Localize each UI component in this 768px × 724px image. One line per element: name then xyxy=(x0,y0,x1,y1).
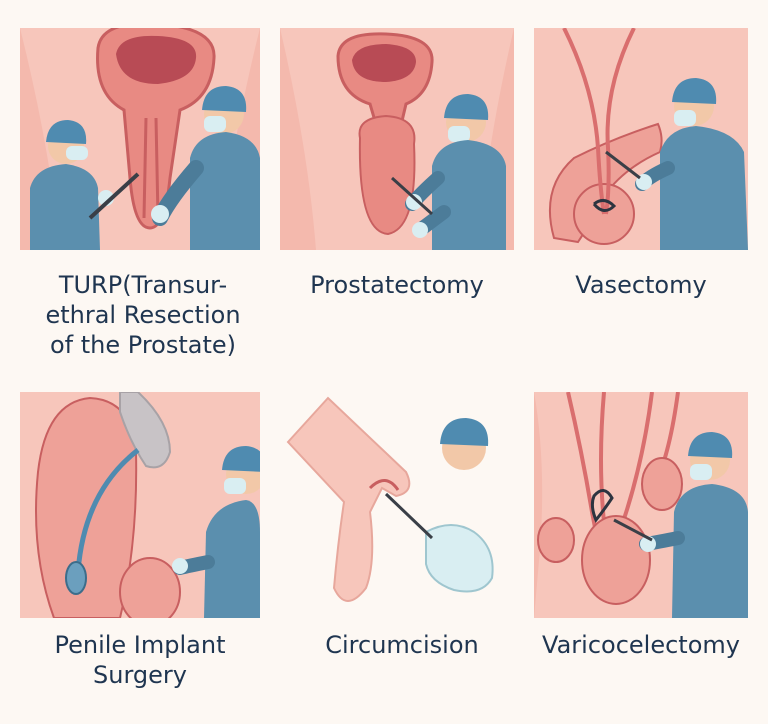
prostate-icon xyxy=(358,114,416,236)
vein-mid xyxy=(599,392,606,523)
surgeon-cap-icon xyxy=(688,432,733,458)
caption-varicocelectomy: Varicocelectomy xyxy=(542,631,740,659)
panel-penile-implant xyxy=(20,392,260,618)
vas-deferens-right xyxy=(604,28,636,215)
panel-vasectomy xyxy=(534,28,748,250)
surgeon-body xyxy=(190,132,260,250)
surgeon-cap-icon xyxy=(222,446,260,472)
testicle-icon xyxy=(641,457,683,511)
surgeon-mask-icon xyxy=(448,126,470,142)
surgeon-mask-icon xyxy=(690,464,712,480)
glove-icon xyxy=(151,205,169,223)
caption-turp: TURP(Transur- ethral Resection of the Pr… xyxy=(45,271,241,359)
penis-icon xyxy=(286,396,411,602)
vas-deferens-left xyxy=(562,28,606,215)
panel-turp xyxy=(20,28,260,250)
surgeon-cap-icon xyxy=(444,94,489,120)
forceps-icon xyxy=(613,518,653,542)
surgeon-cap-icon xyxy=(672,78,717,104)
panel-prostatectomy xyxy=(280,28,514,250)
surgeon-mask-icon xyxy=(224,478,246,494)
bladder-inner xyxy=(116,35,197,84)
caption-vasectomy: Vasectomy xyxy=(575,271,707,299)
glove-hand-icon xyxy=(425,524,494,593)
assistant-cap-icon xyxy=(46,120,87,144)
implant-reservoir-icon xyxy=(119,392,172,469)
urethra xyxy=(142,117,160,219)
panel-circumcision xyxy=(286,392,518,618)
implant-tube-icon xyxy=(75,448,140,573)
glove-icon xyxy=(406,194,422,210)
caption-prostatectomy: Prostatectomy xyxy=(310,271,484,299)
surgeon-mask-icon xyxy=(204,116,226,132)
glove-icon xyxy=(172,558,188,574)
surgeon-cap-icon xyxy=(440,418,489,446)
scissors-icon xyxy=(605,150,641,180)
scope-instrument-icon xyxy=(88,172,140,220)
glove-icon xyxy=(412,222,428,238)
surgeon-mask-icon xyxy=(674,110,696,126)
penis-tip-icon xyxy=(537,517,575,563)
caption-circumcision: Circumcision xyxy=(325,631,479,659)
surgeon-cap-icon xyxy=(202,86,247,112)
foreskin-edge xyxy=(368,479,400,491)
varicocele-icon xyxy=(590,489,614,523)
assistant-body xyxy=(30,164,100,250)
suture-icon xyxy=(592,199,617,212)
scalpel-icon xyxy=(390,176,434,216)
implant-pump-icon xyxy=(65,561,87,595)
caption-penile-implant: Penile Implant Surgery xyxy=(54,631,226,689)
testicle-icon xyxy=(581,515,651,605)
penis-icon xyxy=(35,396,138,618)
testicle-icon xyxy=(119,557,181,618)
assistant-mask-icon xyxy=(66,146,88,160)
panel-varicocelectomy xyxy=(534,392,748,618)
scalpel-icon xyxy=(384,492,434,540)
